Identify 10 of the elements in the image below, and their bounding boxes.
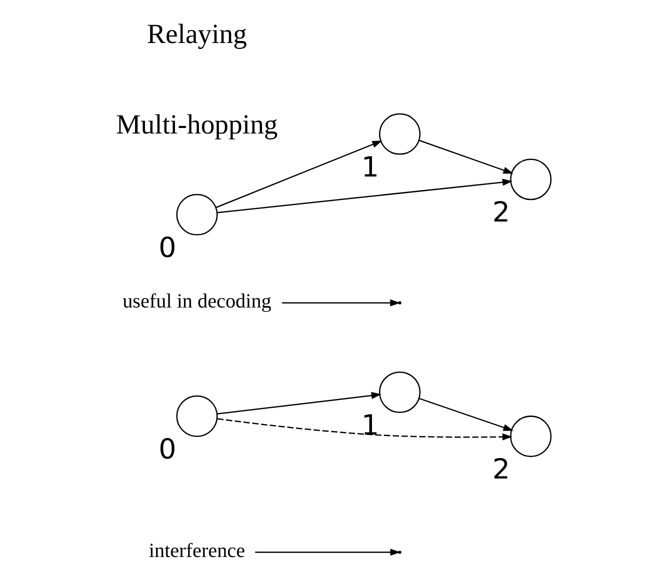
node-label: 0 <box>158 230 176 264</box>
node-label: 1 <box>360 150 379 184</box>
node-text: interference <box>148 540 245 562</box>
node-label: 0 <box>158 432 176 466</box>
label: Relaying <box>146 18 247 49</box>
node-label: 2 <box>492 452 510 486</box>
node-text: useful in decoding <box>122 290 271 313</box>
node-label: 2 <box>492 196 510 229</box>
label: Multi-hopping <box>116 108 278 140</box>
node-label: 1 <box>360 408 379 442</box>
